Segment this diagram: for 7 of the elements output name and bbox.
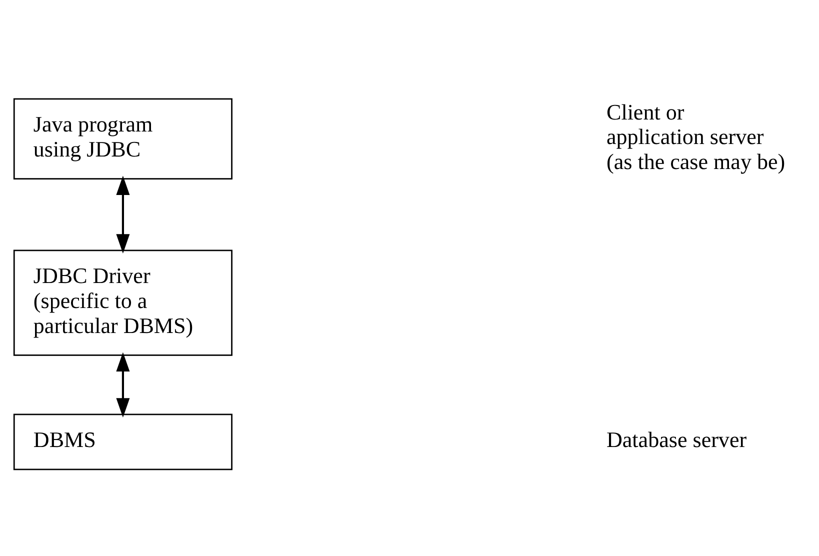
node-box: DBMS <box>13 414 232 470</box>
label: Database server <box>606 427 747 452</box>
arrow <box>116 352 130 418</box>
node-box: JDBC Driver (specific to a particular DBMS) <box>13 250 232 356</box>
node-box: Java program using JDBC <box>13 98 232 180</box>
label: Client or application server (as the case may be) <box>606 99 786 174</box>
arrow <box>116 176 130 254</box>
